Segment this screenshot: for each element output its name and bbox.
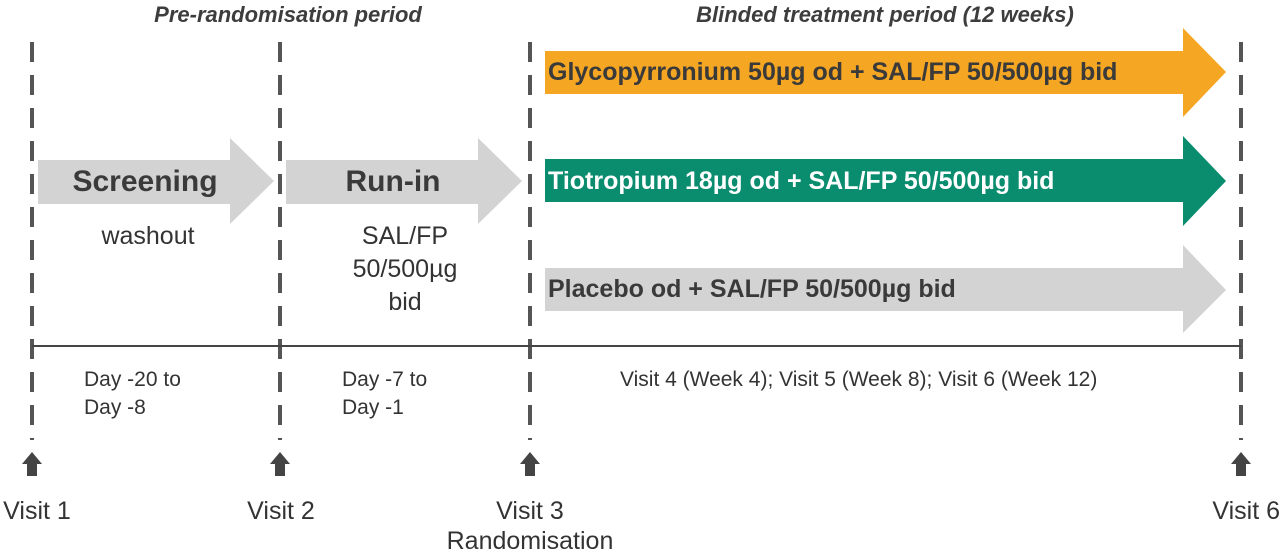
- visit-1-label: Visit 1: [3, 497, 71, 525]
- blinded-treatment-period-label: Blinded treatment period (12 weeks): [696, 2, 1074, 27]
- run-in-note-line-2: 50/500µg: [352, 255, 458, 283]
- treatment-visits-label: Visit 4 (Week 4); Visit 5 (Week 8); Visi…: [620, 368, 1098, 391]
- visit-3-name: Visit 3: [496, 497, 564, 525]
- run-in-note: SAL/FP 50/500µg bid: [305, 220, 505, 319]
- run-in-note-line-1: SAL/FP: [361, 222, 449, 250]
- arm-tiotropium-label: Tiotropium 18µg od + SAL/FP 50/500µg bid: [548, 167, 1055, 195]
- pre-randomisation-period-label: Pre-randomisation period: [154, 2, 422, 27]
- arm-tiotropium-arrow: [545, 136, 1226, 226]
- run-in-days-line-2: Day -1: [342, 396, 404, 419]
- visit-6-label: Visit 6: [1212, 497, 1280, 525]
- visit-3-marker-icon: [520, 452, 540, 476]
- run-in-days-label: Day -7 to Day -1: [342, 366, 427, 422]
- screening-days-line-2: Day -8: [84, 396, 146, 419]
- visit-1-marker-icon: [22, 452, 42, 476]
- screening-days-label: Day -20 to Day -8: [84, 366, 181, 422]
- run-in-note-line-3: bid: [388, 288, 422, 316]
- visit-2-marker-icon: [270, 452, 290, 476]
- arm-placebo-arrow: [545, 245, 1226, 333]
- arm-glycopyrronium-label: Glycopyrronium 50µg od + SAL/FP 50/500µg…: [548, 58, 1118, 86]
- screening-arrow: [38, 138, 274, 224]
- visit-2-label: Visit 2: [247, 497, 315, 525]
- run-in-days-line-1: Day -7 to: [342, 368, 428, 391]
- visit-6-marker-icon: [1231, 452, 1251, 476]
- screening-title: Screening: [72, 165, 218, 198]
- run-in-arrow: [286, 138, 522, 224]
- screening-note: washout: [101, 222, 195, 250]
- arm-glycopyrronium-arrow: [545, 28, 1226, 117]
- randomisation-label: Randomisation: [446, 527, 614, 555]
- arm-placebo-label: Placebo od + SAL/FP 50/500µg bid: [548, 275, 956, 303]
- visit-3-label: Visit 3 Randomisation: [420, 496, 640, 556]
- run-in-title: Run-in: [345, 165, 441, 198]
- screening-days-line-1: Day -20 to: [84, 368, 181, 391]
